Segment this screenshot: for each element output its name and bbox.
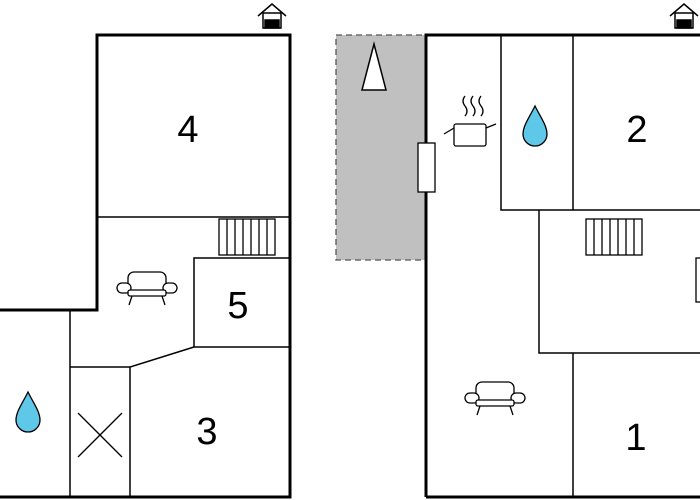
room-label-4: 4	[177, 109, 198, 151]
right-floor	[424, 33, 700, 499]
stairs-icon	[585, 218, 643, 256]
right-floor-outer-wall	[424, 33, 700, 497]
room-label-1: 1	[625, 417, 646, 459]
open-void-icon	[77, 412, 123, 458]
terrace-door	[417, 142, 436, 193]
bathroom-wall	[500, 35, 700, 211]
room-label-2: 2	[626, 109, 647, 151]
room-5-wall	[193, 257, 290, 348]
room-3-wall	[129, 346, 195, 497]
sofa-icon	[464, 381, 526, 416]
sofa-icon	[116, 271, 178, 306]
partial-fixture	[695, 257, 700, 303]
cooking-pot-icon	[443, 95, 497, 147]
left-floor	[0, 33, 292, 499]
water-drop-icon	[522, 104, 548, 147]
left-floor-outer-wall	[0, 33, 292, 499]
hall-wall	[538, 210, 700, 354]
north-arrow-icon	[361, 41, 387, 91]
room-label-3: 3	[196, 411, 217, 453]
room-label-5: 5	[227, 285, 248, 327]
house-entrance-icon	[257, 3, 287, 29]
house-entrance-icon	[669, 3, 699, 29]
stairs-icon	[218, 218, 276, 256]
water-drop-icon	[15, 390, 41, 433]
